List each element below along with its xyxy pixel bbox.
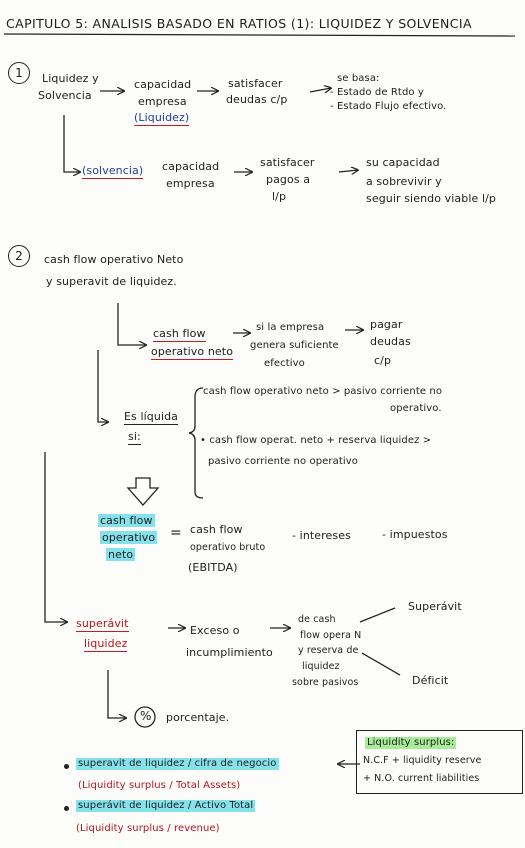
- s2-genera-suficiente: genera suficiente: [250, 340, 339, 351]
- s2-heading-line2: y superavit de liquidez.: [46, 275, 177, 288]
- bullet-dot-2: [64, 806, 69, 811]
- s1-label-line1: Liquidez y: [42, 72, 99, 85]
- s1-capacidad-2: capacidad: [162, 160, 220, 173]
- s1-satisfacer-2: satisfacer: [260, 156, 315, 169]
- s2-minus-impuestos: - impuestos: [382, 528, 448, 541]
- bullet2-main: superávit de liquidez / Activo Total: [76, 800, 256, 812]
- s2-cfo-line1: cash flow: [153, 327, 206, 342]
- s1-lp: l/p: [272, 190, 287, 203]
- s2-deudas: deudas: [370, 335, 411, 348]
- s2-deficit-branch: Déficit: [412, 674, 449, 687]
- s1-se-basa: se basa:: [337, 73, 380, 84]
- s2-y-reserva: y reserva de: [298, 645, 359, 656]
- s2-heading-line1: cash flow operativo Neto: [44, 253, 184, 266]
- s2-sobre-pasivos: sobre pasivos: [292, 677, 359, 688]
- s2-condition2-line1: • cash flow operat. neto + reserva liqui…: [200, 435, 432, 446]
- s2-es-liquida: Es líquida: [124, 410, 179, 425]
- s2-de-cash: de cash: [298, 614, 336, 625]
- s2-liquidez: liquidez: [302, 661, 340, 672]
- s1-estado-rtdo: - Estado de Rtdo y: [330, 87, 424, 98]
- s2-condition1-line2: operativo.: [390, 403, 442, 414]
- s1-estado-flujo: - Estado Flujo efectivo.: [330, 101, 447, 112]
- s2-equals: =: [170, 525, 182, 541]
- s2-cp: c/p: [374, 354, 392, 367]
- s2-cfn-line2: operativo: [100, 531, 158, 544]
- s2-ebitda: (EBITDA): [188, 561, 238, 574]
- box-line1: N.C.F + liquidity reserve: [363, 755, 482, 766]
- s2-cfn-line1: cash flow: [98, 514, 155, 527]
- s1-empresa-2: empresa: [166, 177, 215, 190]
- s2-efectivo: efectivo: [264, 358, 305, 369]
- page-title: CAPITULO 5: ANALISIS BASADO EN RATIOS (1…: [6, 16, 472, 31]
- s2-incumplimiento: incumplimiento: [186, 646, 273, 659]
- bullet1-sub: (Liquidity surplus / Total Assets): [78, 780, 241, 791]
- s2-condition1-line1: cash flow operativo neto > pasivo corrie…: [203, 386, 443, 397]
- s1-solvencia-tag: (solvencia): [82, 164, 144, 179]
- s1-label-line2: Solvencia: [38, 89, 92, 102]
- s2-pagar: pagar: [370, 318, 403, 331]
- s1-sobrevivir: a sobrevivir y: [366, 175, 442, 188]
- bullet2-sub: (Liquidity surplus / revenue): [76, 823, 220, 834]
- s2-superavit-branch: Superávit: [408, 600, 462, 613]
- section-number-1: 1: [8, 62, 30, 84]
- s1-empresa: empresa: [138, 95, 187, 108]
- box-line2: + N.O. current liabilities: [363, 773, 480, 784]
- s1-satisfacer: satisfacer: [228, 77, 283, 90]
- s1-liquidez-tag: (Liquidez): [134, 111, 190, 126]
- s2-si: si:: [128, 430, 141, 445]
- s1-deudas-cp: deudas c/p: [226, 93, 288, 106]
- bullet-dot-1: [64, 764, 69, 769]
- s2-bruto-line2: operativo bruto: [190, 542, 266, 553]
- section-number-2: 2: [8, 245, 30, 267]
- s2-exceso: Exceso o: [190, 624, 240, 637]
- liquidity-surplus-box: Liquidity surplus: N.C.F + liquidity res…: [356, 730, 523, 794]
- box-title: Liquidity surplus:: [365, 737, 457, 749]
- s2-flow-opera: flow opera N: [300, 630, 362, 641]
- bullet1-main: superavit de liquidez / cifra de negocio: [76, 758, 279, 770]
- s2-superavit-line1: superávit: [76, 617, 129, 632]
- s2-superavit-line2: liquidez: [84, 637, 128, 652]
- s2-condition2-line2: pasivo corriente no operativo: [208, 456, 358, 467]
- s1-su-capacidad: su capacidad: [366, 156, 440, 169]
- s2-cfn-line3: neto: [106, 548, 136, 561]
- s1-capacidad: capacidad: [134, 78, 192, 91]
- s2-bruto-line1: cash flow: [190, 523, 243, 536]
- s2-cfo-line2: operativo neto: [151, 345, 234, 360]
- percent-icon: %: [140, 709, 152, 723]
- s1-pagos-a: pagos a: [266, 173, 311, 186]
- s1-seguir-viable: seguir siendo viable l/p: [366, 192, 497, 205]
- s2-si-empresa: si la empresa: [256, 322, 325, 333]
- s2-minus-intereses: - intereses: [292, 529, 351, 542]
- s2-porcentaje: porcentaje.: [166, 711, 230, 724]
